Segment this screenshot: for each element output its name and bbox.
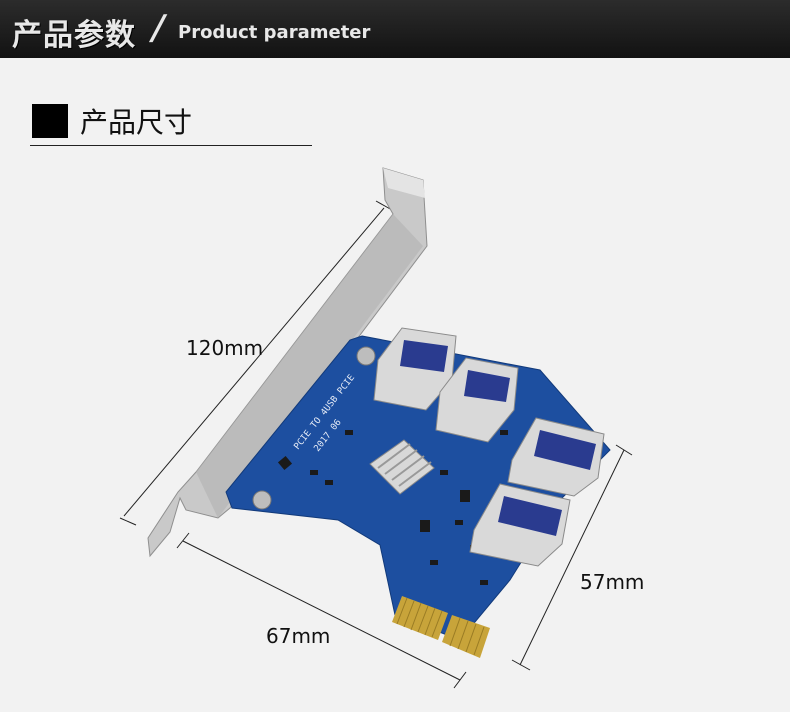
dim-line-width [519,449,625,666]
usb-port-1 [373,327,457,411]
dim-line-height [123,207,385,517]
dimension-width-label: 57mm [580,570,645,594]
usb-port-4 [469,483,571,567]
dim-tick-length-a [176,532,190,549]
dim-tick-width-b [615,444,633,456]
usb-port-2 [435,357,519,443]
section-title: 产品尺寸 [80,106,193,139]
pcb-board: PCIE TO 4USB PCIE 2017 06 [225,335,611,658]
dimension-length-label: 67mm [266,624,331,648]
section-divider [30,145,312,146]
usb-port-3 [507,417,605,497]
header-title-cn: 产品参数 [12,18,136,53]
header-bar: 产品参数 / Product parameter [0,0,790,58]
dimension-lines [119,200,633,689]
dim-line-length [182,540,461,681]
header-title-en: Product parameter [178,22,371,43]
usb-ports [373,327,605,567]
dim-tick-width-a [511,659,531,671]
dim-tick-height-a [119,517,137,526]
metal-bracket [147,167,428,558]
dim-tick-length-b [453,671,467,689]
section-marker [32,104,68,138]
dimension-height-label: 120mm [186,336,264,360]
